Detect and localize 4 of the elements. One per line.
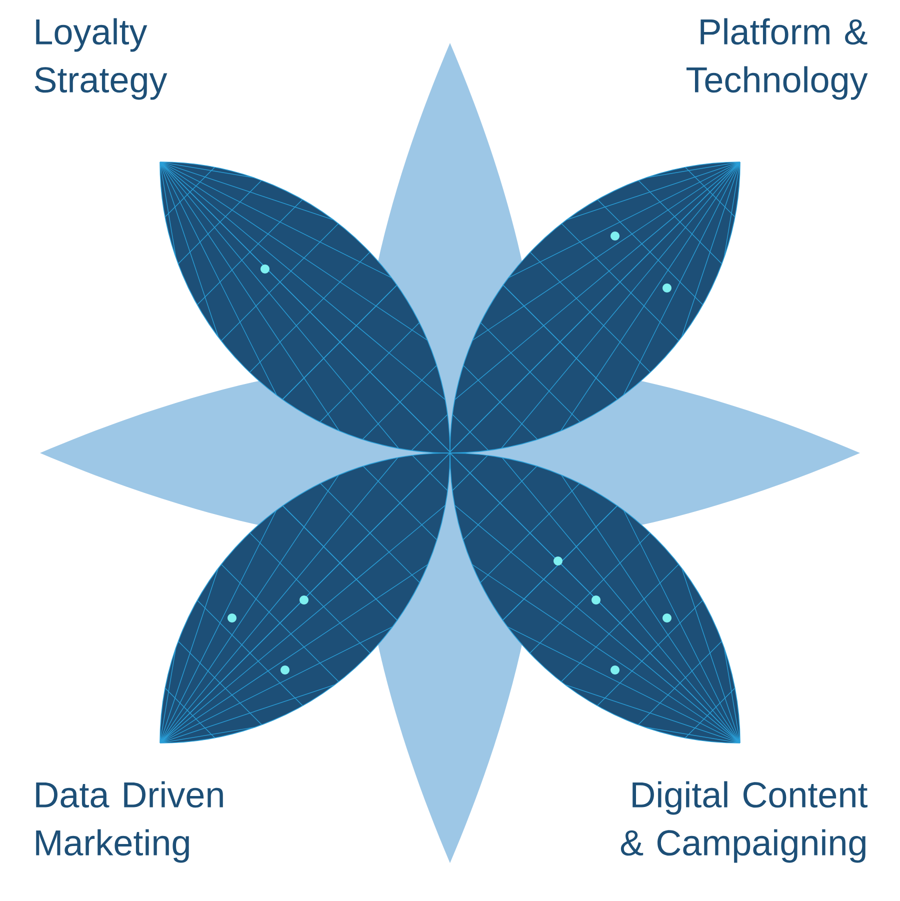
corner-label: Digital Content & Campaigning (620, 781, 868, 863)
corner-label: Platform & Technology (686, 18, 868, 100)
corner-label: Loyalty Strategy (34, 18, 168, 100)
corner-label: Data Driven Marketing (36, 781, 223, 863)
